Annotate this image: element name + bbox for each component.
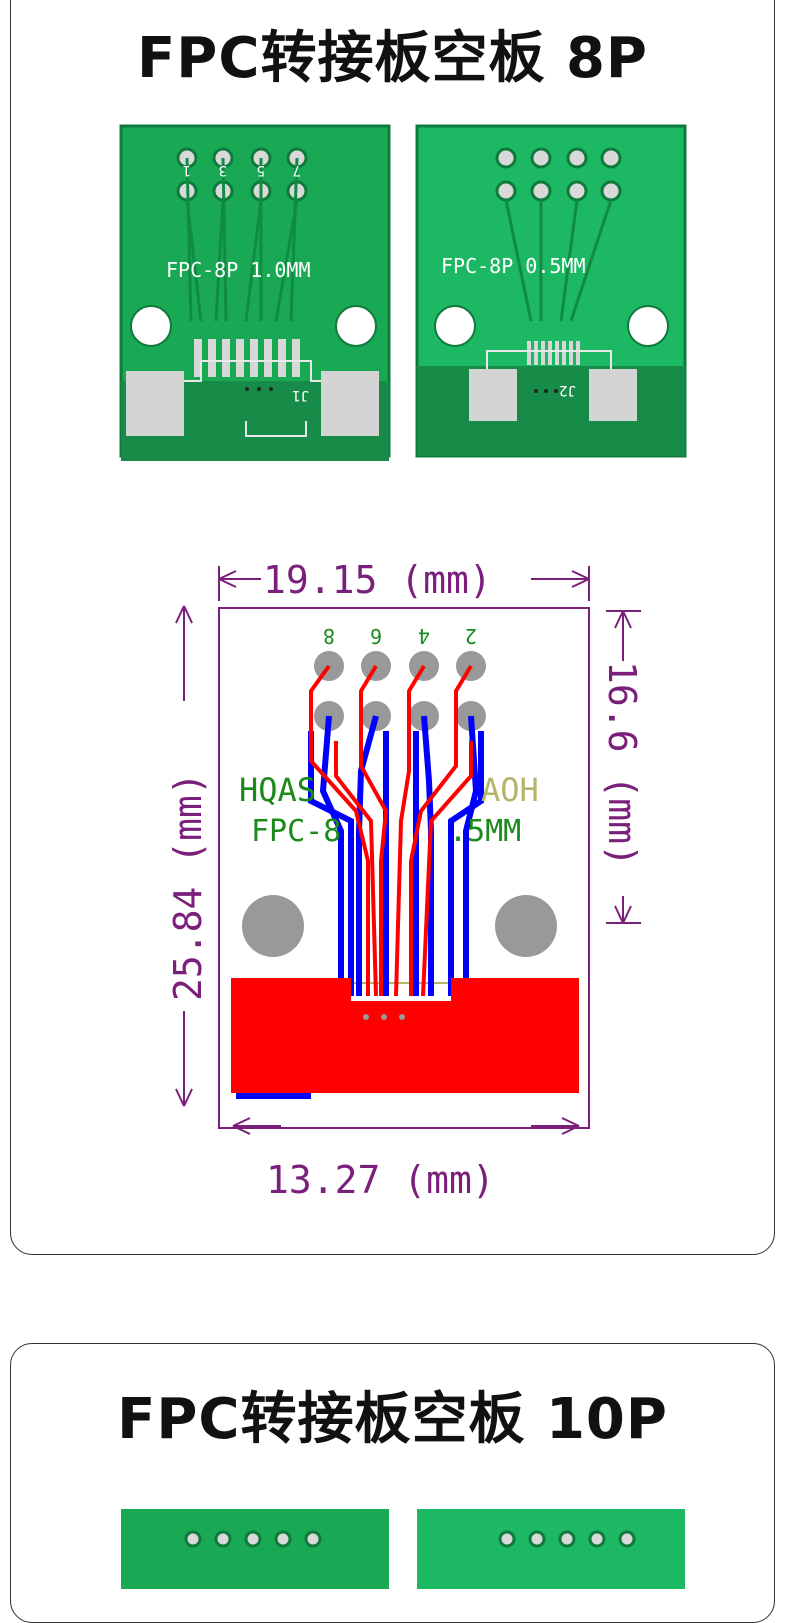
dimension-label-right: 16.6 (mm) (600, 661, 644, 867)
board-silkscreen-label: FPC-8P 0.5MM (441, 254, 586, 278)
dimension-label-top: 19.15 (mm) (263, 558, 492, 602)
silk-text: AOH (481, 771, 539, 809)
pin-label: 5 (257, 162, 265, 178)
dimension-label-bottom: 13.27 (mm) (266, 1158, 495, 1202)
pcb-photo: 7 5 3 1 FPC-8P 1.0MM J1 (119, 124, 687, 461)
board-ref: J1 (292, 387, 309, 403)
product-card-10p: FPC转接板空板 10P (10, 1343, 775, 1623)
pin-label: 7 (293, 162, 301, 178)
pin-label: 6 (370, 624, 382, 648)
pin-label: 2 (465, 624, 477, 648)
pin-label: 1 (183, 162, 191, 178)
section-title: FPC转接板空板 8P (137, 26, 648, 91)
pcb-board-0p5mm: FPC-8P 0.5MM J2 (415, 124, 687, 458)
dimension-label-left: 25.84 (mm) (166, 772, 210, 1001)
silk-text: HQAS (239, 771, 316, 809)
pin-label: 8 (323, 624, 335, 648)
dimension-drawing: 8 6 4 2 HQAS AOH FPC-8 .5MM 19.15 (mm) (166, 558, 644, 1202)
pin-label: 4 (418, 624, 430, 648)
section-title: FPC转接板空板 10P (117, 1387, 668, 1452)
product-illustration: 7 5 3 1 FPC-8P 1.0MM J1 (119, 124, 687, 1202)
board-silkscreen-label: FPC-8P 1.0MM (166, 258, 311, 282)
silk-text: .5MM (449, 814, 521, 849)
product-card-8p: FPC转接板空板 8P (10, 0, 775, 1255)
pin-label: 3 (219, 162, 227, 178)
pcb-board-1mm: 7 5 3 1 FPC-8P 1.0MM J1 (119, 124, 391, 461)
board-ref: J2 (559, 382, 576, 398)
silk-text: FPC-8 (251, 814, 341, 849)
pcb-photo-10p (121, 1509, 685, 1589)
